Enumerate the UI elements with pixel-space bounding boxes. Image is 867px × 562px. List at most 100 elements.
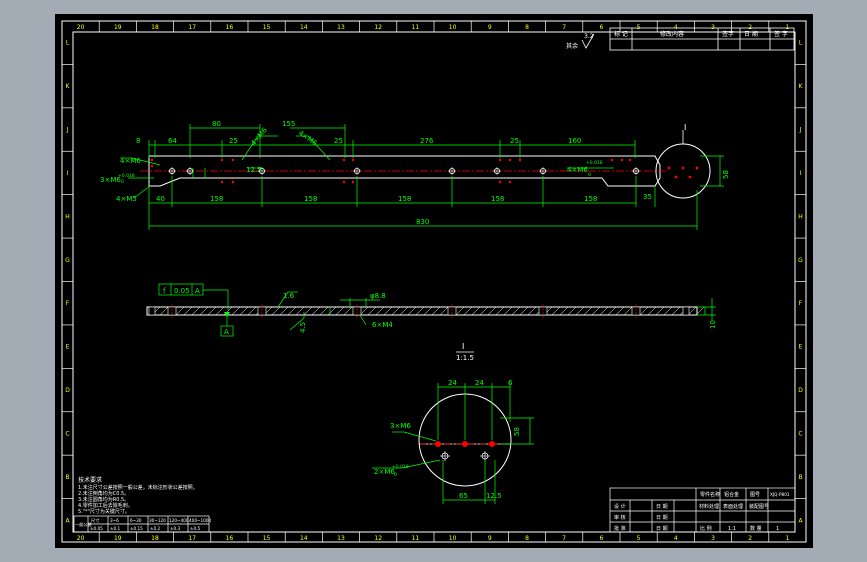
rev-header-content: 修改内容 [660,30,684,38]
dim-top-25a: 25 [229,137,238,145]
tol-val-4: ±0.3 [170,526,181,531]
zone-top-10: 10 [449,24,457,31]
zone-top-1: 1 [785,24,789,31]
tb-date-1: 日 期 [656,504,668,510]
zone-bottom-13: 13 [337,535,345,542]
top-view: 8 64 80 25 4×M6 155 4×M6 25 276 25 160 4… [100,120,730,230]
zone-top-6: 6 [599,24,603,31]
note-left-3xm6: 3×M6 [100,176,121,184]
detail-dim-24a: 24 [448,379,457,387]
rev-header-mark: 标 记 [614,30,628,38]
detail-marker-hole [681,166,685,170]
zone-bottom-2: 2 [748,535,752,542]
tech-req-item-1: 1.未注尺寸公差按照一般公差，未标注形状公差按照。 [78,484,198,491]
note-left-4xm5: 4×M5 [116,195,137,203]
revision-table [609,27,795,51]
dim-bottom-158e: 158 [584,195,597,203]
dim-front-10: 10 [709,320,717,329]
detail-marker-label: I [684,123,686,132]
tol-val-0: ±0.05 [90,526,103,531]
detail-dim-12-5: 12.5 [486,492,502,500]
zone-top-4: 4 [674,24,678,31]
detail-marker-hole [695,166,699,170]
tech-req-item-3: 3.未注圆角均为R0.5。 [78,496,129,503]
front-view: f 0.05 A A 1.6 φ8.8 6×M4 4.5 10 [146,283,717,337]
roughness-note: 其余 3.2 [566,33,595,50]
tol-head-4: 120~400 [169,518,189,523]
zone-top-14: 14 [300,24,308,31]
detail-view: I 1:1.5 [372,342,534,504]
tol-head-5: 400~1000 [189,518,211,523]
front-roughness: 1.6 [283,292,295,300]
dim-top-155: 155 [282,120,295,128]
zone-bottom-10: 10 [449,535,457,542]
dim-bottom-158b: 158 [304,195,317,203]
dim-top-160: 160 [568,137,581,145]
detail-dim-58: 58 [513,427,521,436]
note-left-4xm6: 4×M6 [120,157,141,165]
rev-header-sign: 签字 [722,30,734,38]
zone-bottom-5: 5 [637,535,641,542]
dim-top-80: 80 [212,120,221,128]
zone-top-5: 5 [637,24,641,31]
dim-overall-830: 830 [416,218,429,226]
zone-bottom-14: 14 [300,535,308,542]
zone-top-2: 2 [748,24,752,31]
tol-head-2: 6~30 [130,518,142,523]
note-right-tol: +0.018 [586,160,603,166]
zone-right-J: J [799,127,802,134]
zone-top-15: 15 [263,24,271,31]
zone-left-L: L [66,40,70,47]
detail-holes [435,441,495,461]
zone-bottom-17: 17 [188,535,196,542]
tb-surface-treat: 表面处理 [723,503,743,510]
detail-marker-hole [667,166,671,170]
detail-scale: 1:1.5 [456,354,474,362]
dim-front-6xm4: 6×M4 [372,321,393,329]
zone-right-G: G [798,257,803,264]
detail-dimension-texts: 24 24 6 58 65 12.5 3×M6 2×M6 +0.018 0 [374,379,521,500]
revision-table-headers: 标 记 修改内容 签字 日 期 签 字 [614,30,788,38]
detail-note-3xm6: 3×M6 [390,422,411,430]
zone-left-G: G [65,257,70,264]
tech-req-title: 技术要求 [78,476,102,484]
drawing-canvas[interactable] [55,14,813,548]
datum-triangle-icon [224,312,230,317]
zone-bottom-20: 20 [77,535,85,542]
tb-approver-label: 批 准 [614,525,626,532]
tb-scale-label: 比 例 [700,525,712,532]
dim-front-4-5: 4.5 [299,322,307,333]
geo-tol-symbol: f [163,287,166,295]
zone-bottom-19: 19 [114,535,122,542]
zone-right-K: K [799,83,804,90]
zone-left-F: F [66,300,70,307]
tech-req-item-5: 5."*"尺寸为关键尺寸。 [78,508,130,515]
front-view-hatching [151,306,705,316]
tech-req-item-2: 2.未注倒角均为C0.5。 [78,490,129,497]
note-left-tol-zero: 0 [121,179,124,185]
front-end-slot [148,306,156,316]
detail-dim-65: 65 [459,492,468,500]
zone-right-C: C [798,430,802,437]
zone-bottom-15: 15 [263,535,271,542]
zone-bottom-7: 7 [562,535,566,542]
top-view-holes [168,166,699,179]
tolerance-table-text: 一般公差 尺寸 3~6 6~30 30~120 120~400 400~1000… [75,517,211,531]
zone-left-A: A [65,517,70,524]
dim-top-25b: 25 [334,137,343,145]
tol-head-3: 30~120 [149,518,166,523]
zone-bottom-16: 16 [226,535,234,542]
tol-val-1: ±0.1 [110,526,121,531]
dim-bottom-158d: 158 [491,195,504,203]
tb-date-3: 日 期 [656,526,668,532]
tb-date-2: 日 期 [656,515,668,521]
zone-right-B: B [798,474,802,481]
zone-bottom-6: 6 [599,535,603,542]
tolerance-table [73,515,210,533]
detail-note-2xm6: 2×M6 [374,468,395,476]
dim-hole-12-5: 12.5 [246,166,262,174]
zone-right-L: L [799,40,803,47]
